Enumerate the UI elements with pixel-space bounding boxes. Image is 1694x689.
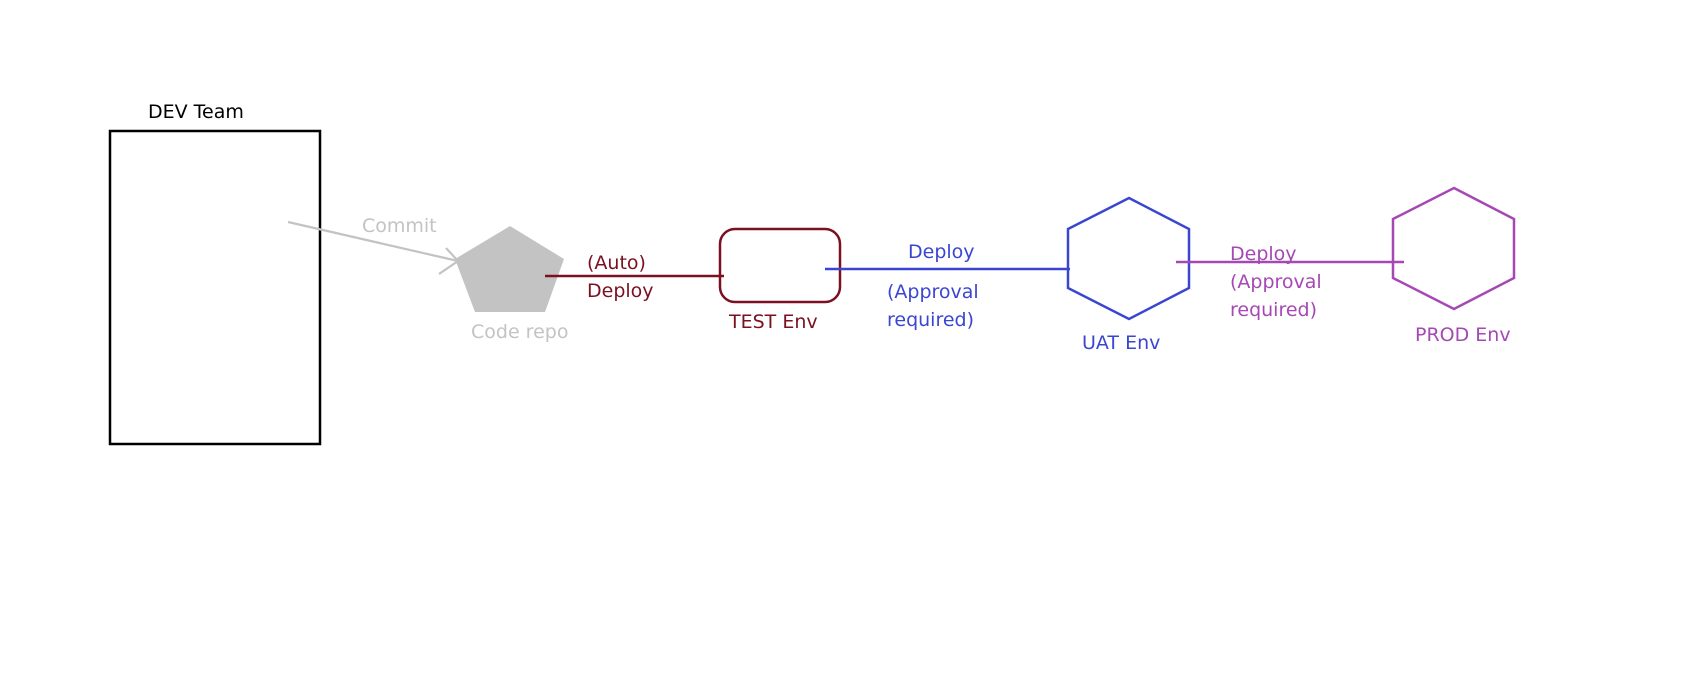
commit-arrow-line [287, 220, 459, 263]
prod-env-label: PROD Env [1415, 324, 1511, 346]
test-env-label: TEST Env [728, 311, 818, 333]
uat-env-node [1066, 196, 1191, 321]
uat-env-label: UAT Env [1082, 332, 1160, 354]
test-to-uat-label-line3: required) [887, 309, 974, 331]
auto-deploy-label-line1: (Auto) [587, 252, 646, 274]
code-repo-node [455, 226, 564, 312]
code-repo-label: Code repo [471, 321, 568, 343]
test-env-node [718, 227, 842, 304]
uat-to-prod-label-line2: (Approval [1230, 271, 1322, 293]
uat-to-prod-label-line1: Deploy [1230, 243, 1297, 265]
commit-label: Commit [362, 215, 437, 237]
dev-team-label: DEV Team [148, 101, 244, 123]
uat-to-prod-label-line3: required) [1230, 299, 1317, 321]
prod-env-node [1391, 186, 1516, 311]
auto-deploy-label-line2: Deploy [587, 280, 654, 302]
test-to-uat-label-line2: (Approval [887, 281, 979, 303]
dev-team-box [108, 129, 322, 446]
test-to-uat-label-line1: Deploy [908, 241, 975, 263]
